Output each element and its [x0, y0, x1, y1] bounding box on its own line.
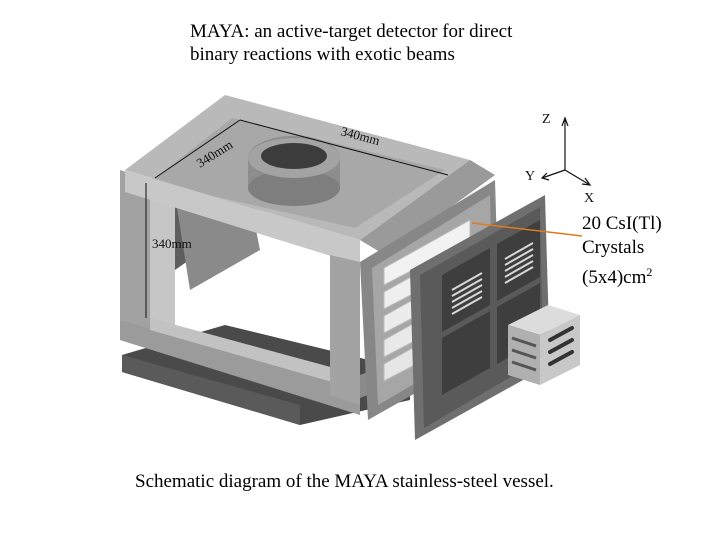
dimension-height: 340mm: [152, 236, 192, 251]
electronics-crate: [508, 305, 580, 385]
crate-top: [508, 305, 580, 335]
beam-ring-bottom: [248, 170, 340, 206]
dimension-lines: [145, 119, 449, 318]
title-line-1: MAYA: an active-target detector for dire…: [190, 21, 513, 42]
figure-caption: Schematic diagram of the MAYA stainless-…: [135, 471, 554, 492]
crystal-size-exponent: 2: [646, 265, 653, 279]
crystal-size-text: (5x4)cm: [582, 267, 647, 288]
title-line-2: binary reactions with exotic beams: [190, 44, 455, 65]
right-front-pillar: [330, 255, 360, 405]
left-front-pillar-face: [150, 180, 175, 330]
right-side-frame: [360, 160, 495, 255]
crate-side: [540, 315, 580, 385]
crystal-pointer-line: [471, 222, 583, 237]
axis-z-label: Z: [542, 112, 551, 127]
front-bottom-beam: [120, 320, 360, 415]
detector-module: [442, 248, 490, 332]
coordinate-axes: [540, 116, 592, 186]
slide-title: MAYA: an active-target detector for dire…: [190, 20, 610, 66]
crystal-label-line-3: (5x4)cm2: [582, 260, 662, 290]
axis-x-label: X: [584, 191, 594, 206]
floor-plate-edge: [122, 355, 300, 425]
axis-y-label: Y: [525, 169, 535, 184]
front-bottom-beam-top: [150, 318, 360, 390]
crystal-label: 20 CsI(Tl) Crystals (5x4)cm2: [582, 212, 662, 290]
front-top-beam: [125, 170, 360, 265]
detector-module: [442, 311, 490, 395]
beam-ring-hole: [261, 143, 327, 169]
crystal-label-line-2: Crystals: [582, 237, 645, 258]
left-front-pillar: [120, 170, 150, 330]
crystal-label-line-1: 20 CsI(Tl): [582, 213, 662, 234]
